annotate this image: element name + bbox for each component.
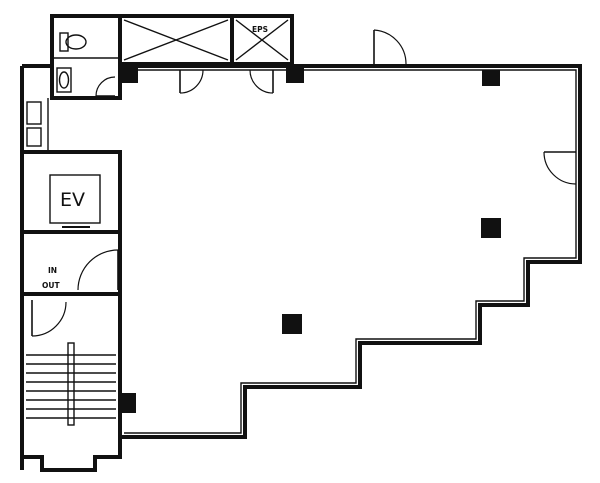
- stair-door: [31, 300, 67, 337]
- door-top-right: [373, 29, 407, 66]
- sink-icon: [56, 67, 72, 93]
- toilet-room: [50, 14, 122, 100]
- entry-hall: [20, 230, 122, 296]
- eps-label: EPS: [252, 25, 268, 34]
- stair-treads: [26, 342, 116, 426]
- in-label: IN: [48, 266, 57, 275]
- column: [120, 393, 136, 413]
- column: [482, 70, 500, 86]
- elevator-label: EV: [60, 189, 85, 211]
- elevator-car: [49, 174, 101, 224]
- main-space-outline: [120, 64, 582, 439]
- entry-door: [77, 249, 119, 291]
- column: [120, 66, 138, 83]
- left-core: EV IN OUT: [20, 64, 122, 472]
- column: [481, 218, 501, 238]
- pipe-shaft: [118, 14, 234, 66]
- column: [282, 314, 302, 334]
- column: [286, 66, 304, 83]
- door-top-left: [179, 69, 204, 94]
- eps-shaft: EPS: [230, 14, 294, 66]
- toilet-icon: [59, 32, 87, 52]
- out-label: OUT: [42, 281, 60, 290]
- door-top-eps: [249, 69, 274, 94]
- door-right-wall: [543, 151, 577, 185]
- columns: [120, 66, 501, 413]
- toilet-door: [95, 76, 116, 97]
